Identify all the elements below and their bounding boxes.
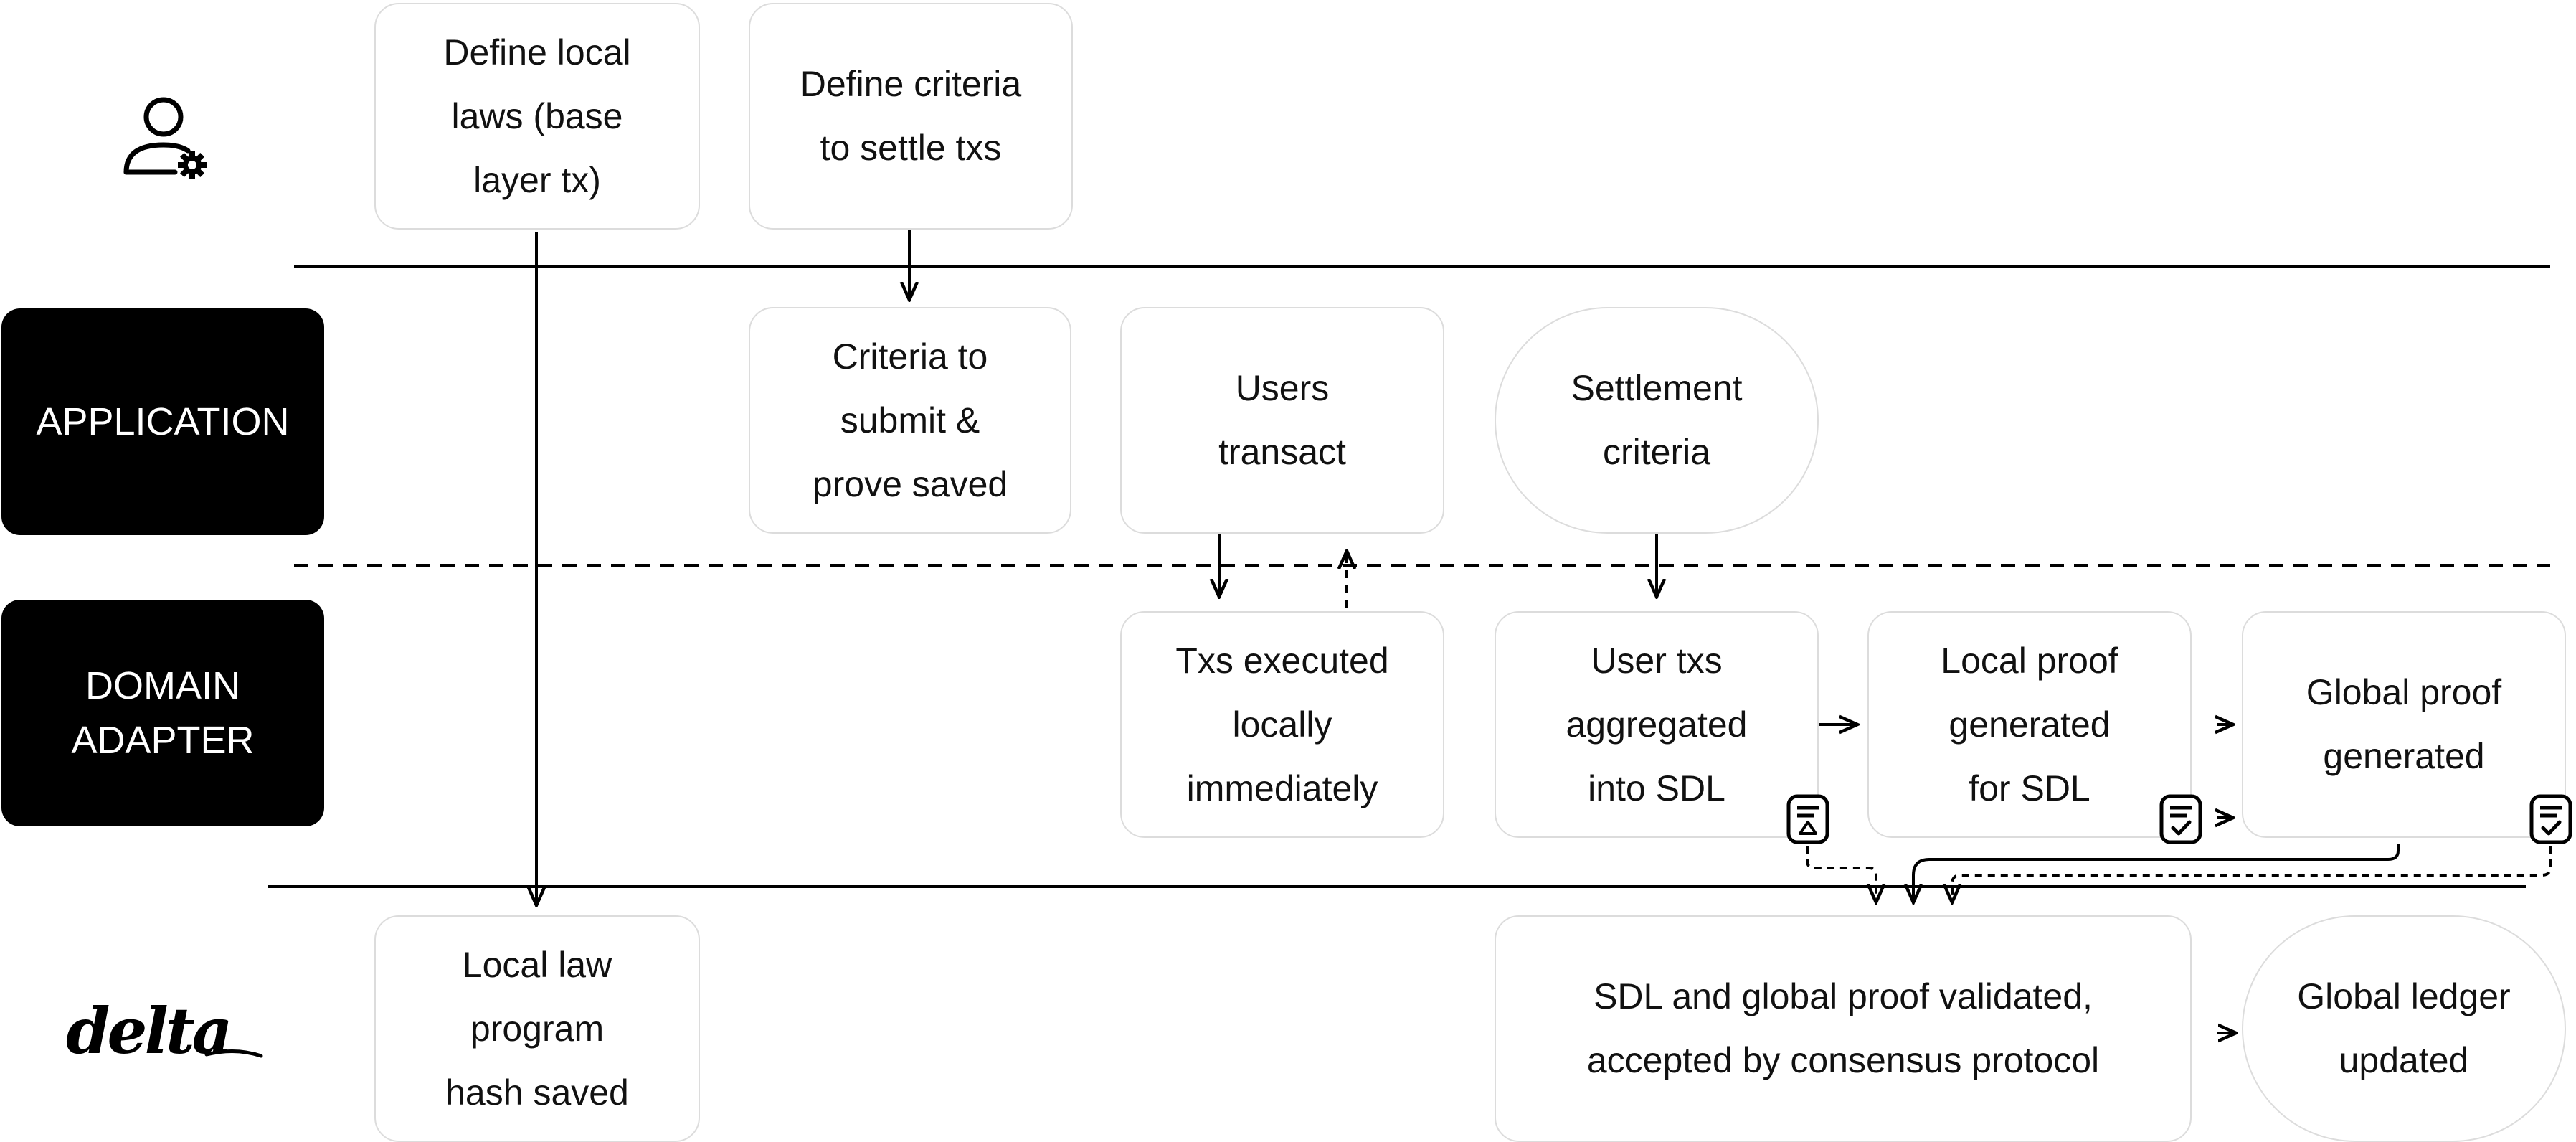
lane-domain-adapter: DOMAIN ADAPTER [1,600,324,826]
step-local-proof: Local proof generated for SDL [1867,611,2192,838]
step-local-law-hash: Local law program hash saved [374,915,700,1142]
document-upload-icon [1786,794,1829,844]
step-text: immediately [1186,768,1378,808]
step-text: Local law [462,944,612,985]
delta-logo: delta [66,997,263,1068]
document-check-icon [2529,794,2572,844]
document-check-icon [2159,794,2202,844]
step-text: generated [2323,736,2485,776]
step-text: prove saved [812,463,1008,504]
step-global-proof: Global proof generated [2242,611,2566,838]
lane-application: APPLICATION [1,308,324,535]
step-users-transact: Users transact [1120,307,1444,534]
step-criteria-saved: Criteria to submit & prove saved [749,307,1071,534]
step-text: aggregated [1566,704,1748,745]
step-text: Txs executed [1175,640,1389,681]
step-text: Define local [443,32,631,72]
step-settlement-criteria: Settlement criteria [1495,307,1819,534]
arrow-global-proof-to-validation [1913,844,2400,902]
step-text: for SDL [1969,768,2090,808]
step-global-ledger: Global ledger updated [2242,915,2566,1142]
step-text: layer tx) [473,159,601,200]
lane-domain-adapter-label-2: ADAPTER [71,719,255,762]
lane-domain-adapter-label-1: DOMAIN [85,664,240,707]
step-text: Settlement [1571,368,1743,408]
step-text: laws (base [451,95,623,136]
arrow-sdl-doc-to-validation [1806,846,1876,902]
step-text: User txs [1591,640,1723,681]
user-gear-icon [123,97,207,179]
svg-text:delta: delta [66,997,230,1068]
step-text: Global ledger [2297,976,2511,1016]
step-text: updated [2339,1040,2469,1080]
arrow-global-doc-to-validation [1952,846,2552,902]
step-text: SDL and global proof validated, [1594,976,2093,1016]
step-text: Global proof [2306,672,2502,712]
step-user-txs-aggregated: User txs aggregated into SDL [1495,611,1819,838]
step-text: transact [1218,432,1346,472]
step-text: Local proof [1941,640,2118,681]
step-text: into SDL [1588,768,1725,808]
step-text: Users [1235,368,1330,408]
step-text: generated [1948,704,2111,745]
step-text: criteria [1602,432,1711,472]
step-text: to settle txs [820,128,1002,168]
step-text: program [470,1008,605,1049]
step-define-criteria: Define criteria to settle txs [749,3,1073,230]
step-text: hash saved [445,1072,629,1113]
step-text: submit & [840,400,980,440]
step-text: locally [1232,704,1332,745]
step-sdl-validated: SDL and global proof validated, accepted… [1495,915,2192,1142]
lane-application-label: APPLICATION [36,400,290,443]
step-text: Define criteria [800,64,1022,104]
step-txs-executed: Txs executed locally immediately [1120,611,1444,838]
step-text: accepted by consensus protocol [1586,1040,2100,1080]
step-text: Criteria to [832,336,988,377]
step-define-local-laws: Define local laws (base layer tx) [374,3,700,230]
